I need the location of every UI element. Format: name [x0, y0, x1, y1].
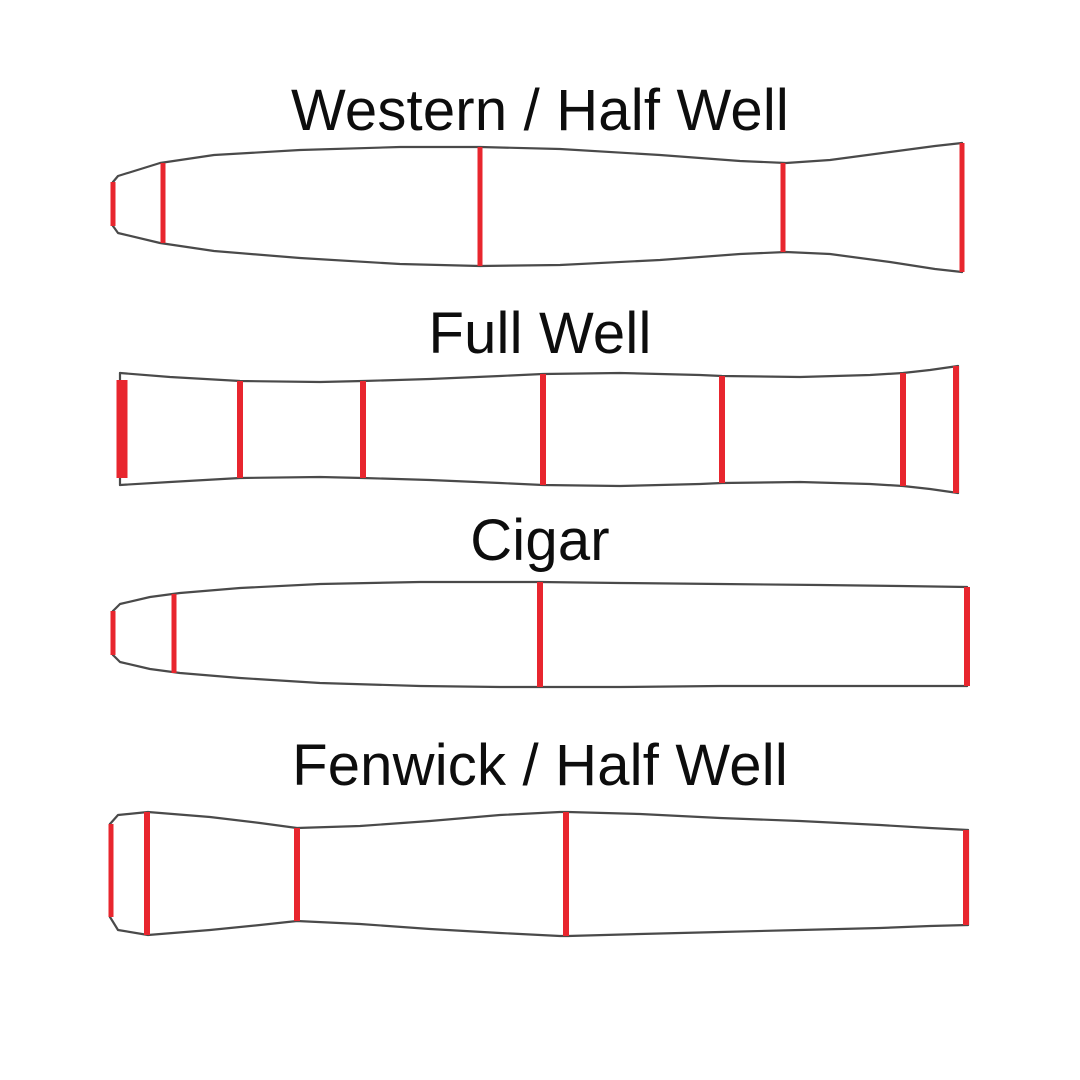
grip-outline-top-western-half-well	[111, 141, 964, 184]
grip-outline-bottom-full-well	[118, 475, 960, 495]
grip-outline-bottom-western-half-well	[111, 224, 964, 274]
grip-title-full-well: Full Well	[428, 301, 652, 366]
grip-body-fill-cigar	[113, 582, 967, 687]
grip-body-fill-western-half-well	[113, 143, 962, 272]
grip-title-western-half-well: Western / Half Well	[290, 78, 790, 143]
grip-outline-top-fenwick-half-well	[108, 810, 970, 832]
grip-outline-bottom-fenwick-half-well	[108, 915, 970, 938]
grip-body-fill-fenwick-half-well	[110, 812, 968, 936]
grip-title-cigar: Cigar	[470, 508, 610, 573]
grip-outline-top-cigar	[111, 580, 969, 613]
grip-outline-bottom-cigar	[111, 653, 969, 689]
grip-body-fill-full-well	[120, 366, 958, 493]
grip-outline-top-full-well	[118, 364, 960, 384]
grip-title-fenwick-half-well: Fenwick / Half Well	[292, 733, 788, 798]
